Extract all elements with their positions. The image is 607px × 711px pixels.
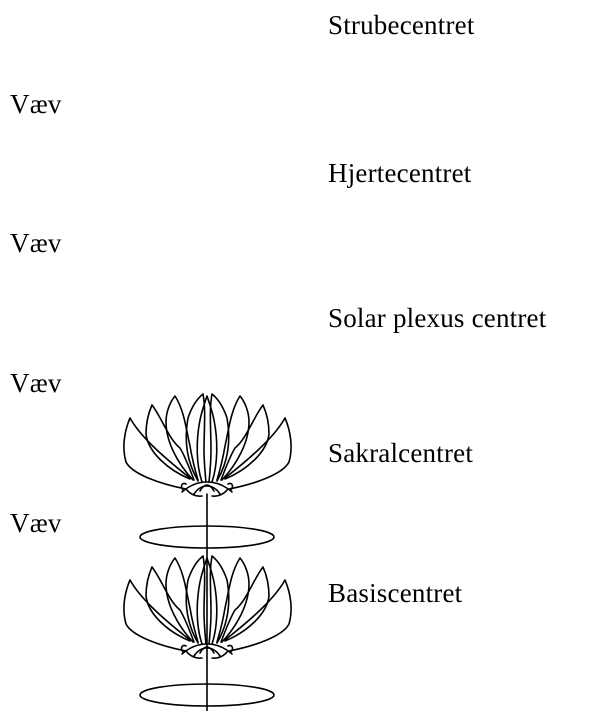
upper-web-disc <box>139 525 275 549</box>
center-label-throat: Strubecentret <box>328 10 475 40</box>
center-label-base: Basiscentret <box>328 578 463 608</box>
center-label-solar-plexus: Solar plexus centret <box>328 303 547 333</box>
web-label-4: Væv <box>10 508 62 538</box>
web-label-1: Væv <box>10 89 62 119</box>
web-label-2: Væv <box>10 228 62 258</box>
lower-lotus-flower <box>123 555 292 659</box>
center-label-heart: Hjertecentret <box>328 158 472 188</box>
lower-web-disc <box>139 683 275 707</box>
web-label-3: Væv <box>10 368 62 398</box>
center-label-sacral: Sakralcentret <box>328 438 474 468</box>
upper-lotus-flower <box>123 393 292 497</box>
